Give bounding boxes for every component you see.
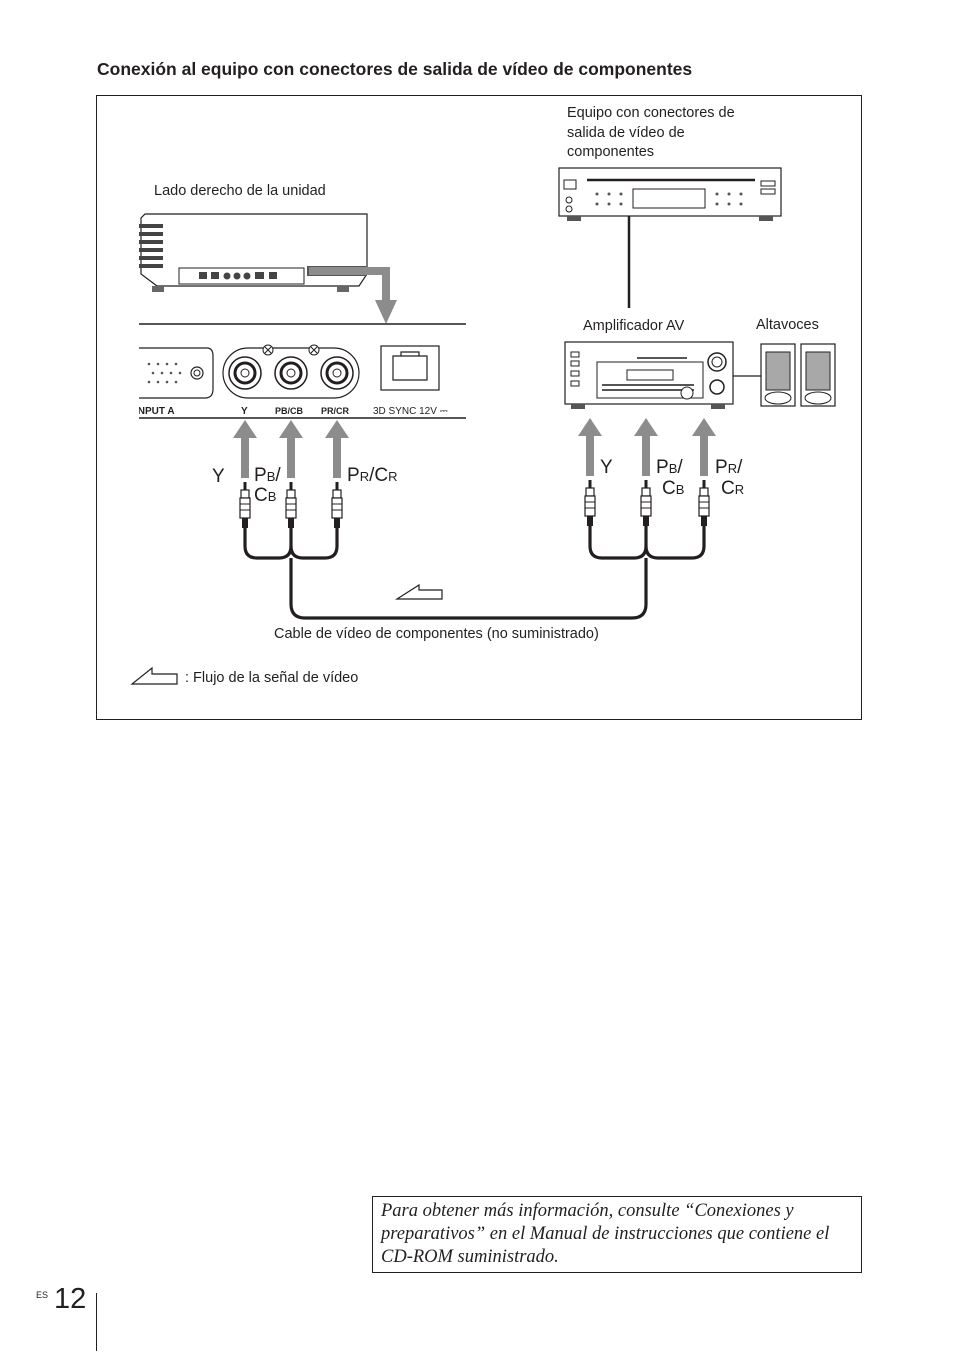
conn-pb-left-bottom: CB bbox=[254, 485, 276, 507]
conn-r-sub: R bbox=[727, 461, 738, 476]
amplifier-label: Amplificador AV bbox=[583, 318, 685, 334]
panel-input-text: INPUT A bbox=[139, 406, 175, 417]
section-title: Conexión al equipo con conectores de sal… bbox=[97, 59, 693, 79]
conn-c: C bbox=[662, 478, 676, 499]
conn-slash: / bbox=[737, 457, 743, 478]
conn-y-left: Y bbox=[212, 466, 225, 487]
rca-plug bbox=[584, 480, 596, 526]
conn-c: C bbox=[721, 478, 735, 499]
legend-flow-icon bbox=[130, 666, 178, 685]
diagram-drawing bbox=[130, 167, 836, 685]
projector-connector-panel bbox=[139, 323, 466, 419]
rca-plug bbox=[698, 480, 710, 526]
rca-jack-pb bbox=[274, 356, 308, 390]
equipment-label-line1: Equipo con conectores de bbox=[567, 105, 735, 121]
page-number: 12 bbox=[54, 1283, 87, 1315]
cable-label: Cable de vídeo de componentes (no sumini… bbox=[274, 626, 599, 642]
conn-b-sub: B bbox=[266, 469, 276, 484]
panel-y-label: Y bbox=[241, 406, 248, 417]
reference-note: Para obtener más información, consulte “… bbox=[372, 1196, 862, 1273]
rca-plugs bbox=[239, 480, 710, 528]
av-amplifier-illustration bbox=[564, 341, 734, 409]
conn-p: P bbox=[656, 457, 669, 478]
conn-c: C bbox=[254, 485, 268, 506]
unit-side-label: Lado derecho de la unidad bbox=[154, 183, 326, 199]
equipment-label-line2: salida de vídeo de bbox=[567, 125, 685, 141]
rca-jack-y bbox=[228, 356, 262, 390]
conn-pb-right-bottom: CB bbox=[662, 478, 684, 500]
conn-b-sub: B bbox=[675, 482, 685, 497]
speakers-illustration bbox=[760, 343, 836, 407]
signal-arrow-bent bbox=[309, 267, 397, 324]
panel-sync-label: 3D SYNC 12V ⎓ bbox=[373, 406, 448, 417]
panel-pb-label: PB/CB bbox=[275, 406, 304, 416]
connection-diagram: Equipo con conectores de salida de vídeo… bbox=[96, 95, 862, 720]
page-margin-rule bbox=[96, 1293, 97, 1351]
speakers-label: Altavoces bbox=[756, 317, 819, 333]
signal-arrows bbox=[233, 418, 716, 478]
equipment-label-line3: componentes bbox=[567, 144, 655, 160]
conn-pr-right-top: PR/ bbox=[715, 457, 742, 479]
page-language-code: ES bbox=[36, 1290, 49, 1300]
conn-slash: / bbox=[275, 465, 281, 486]
conn-pb-left-top: PB/ bbox=[254, 465, 281, 487]
conn-r-sub: R bbox=[359, 469, 370, 484]
rca-plug bbox=[285, 482, 297, 528]
conn-pr-left: PR/CR bbox=[347, 465, 397, 487]
conn-b-sub: B bbox=[668, 461, 678, 476]
rca-jack-pr bbox=[320, 356, 354, 390]
panel-pr-label: PR/CR bbox=[321, 406, 350, 416]
flow-direction-icon bbox=[394, 583, 443, 600]
conn-y-right: Y bbox=[600, 457, 613, 478]
conn-r-sub: R bbox=[388, 469, 398, 484]
component-equipment-illustration bbox=[558, 167, 782, 221]
conn-p: P bbox=[254, 465, 267, 486]
projector-illustration bbox=[139, 213, 368, 292]
conn-p: P bbox=[347, 465, 360, 486]
conn-pr-right-bottom: CR bbox=[721, 478, 744, 500]
conn-pb-right-top: PB/ bbox=[656, 457, 683, 479]
conn-c: C bbox=[374, 465, 389, 486]
rca-plug bbox=[331, 482, 343, 528]
conn-p: P bbox=[715, 457, 728, 478]
rca-plug bbox=[239, 482, 251, 528]
legend-label: : Flujo de la señal de vídeo bbox=[185, 670, 359, 686]
component-video-cable bbox=[243, 526, 706, 620]
rca-plug bbox=[640, 480, 652, 526]
conn-slash: / bbox=[677, 457, 683, 478]
panel-input-label: INPUT A bbox=[139, 406, 181, 417]
conn-b-sub: B bbox=[267, 489, 277, 504]
conn-r-sub: R bbox=[734, 482, 745, 497]
conn-slash: / bbox=[369, 465, 375, 486]
